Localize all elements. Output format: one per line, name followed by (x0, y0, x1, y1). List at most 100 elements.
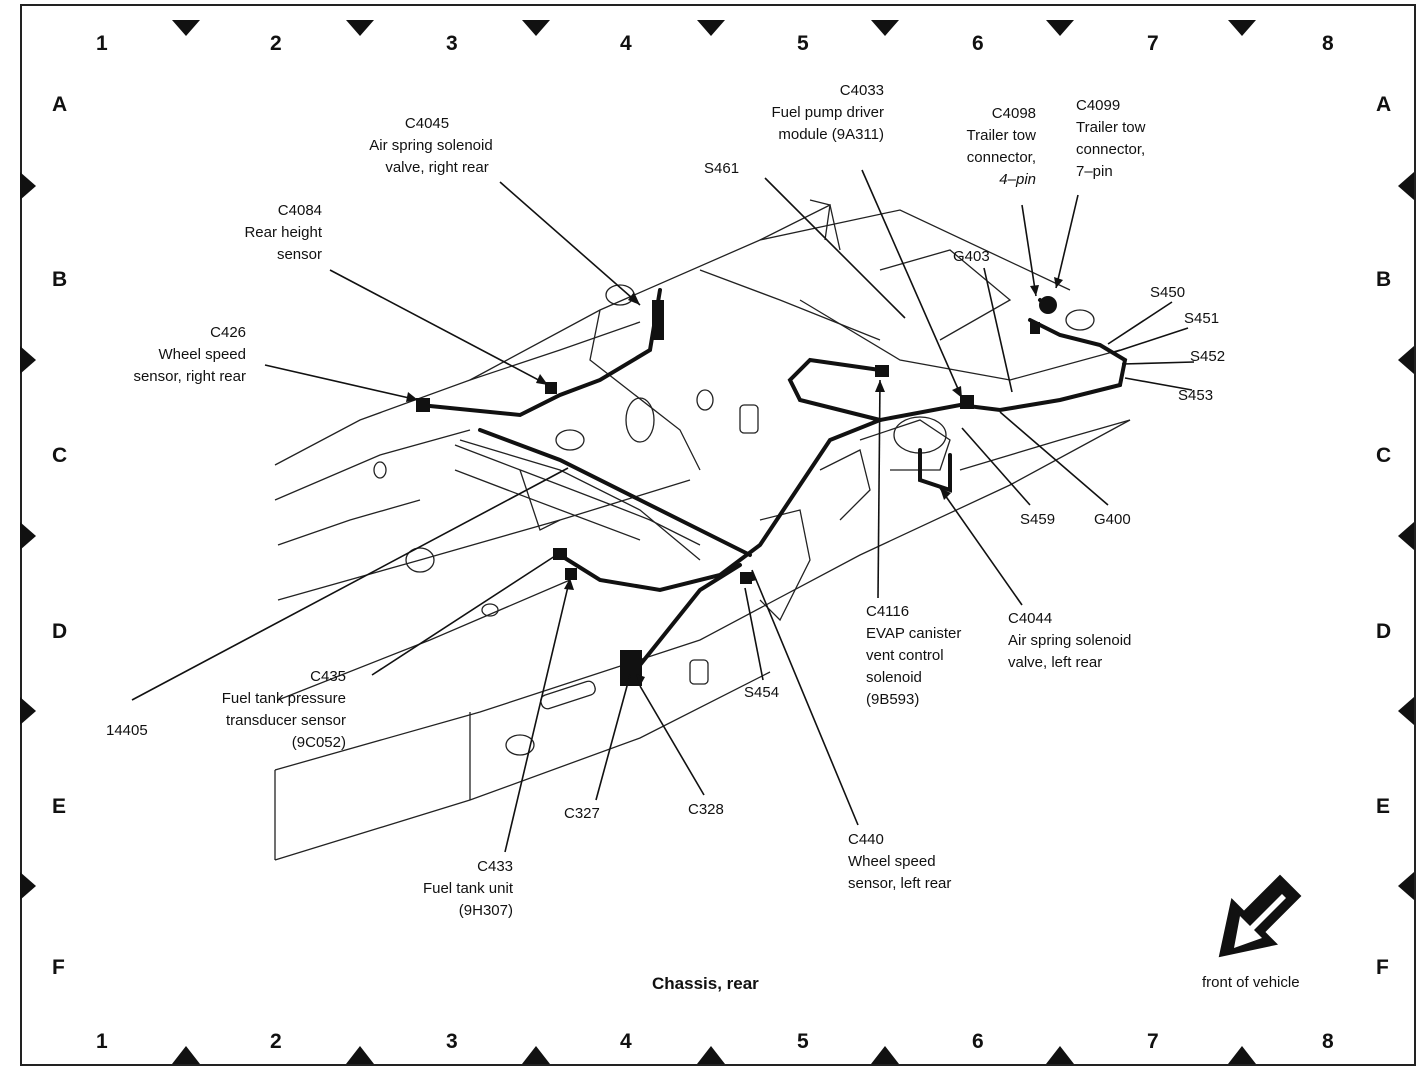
callout-c440: C440 Wheel speed sensor, left rear (848, 829, 951, 895)
callout-c4084: C4084 Rear height sensor (222, 200, 322, 266)
grid-row-left-c: C (52, 444, 68, 467)
callout-code: C328 (688, 801, 724, 818)
callout-code: G400 (1094, 511, 1131, 528)
callout-desc: sensor, right rear (133, 368, 246, 385)
callout-desc: EVAP canister (866, 625, 962, 642)
callout-desc: valve, left rear (1008, 654, 1103, 671)
callout-c4044: C4044 Air spring solenoid valve, left re… (1008, 608, 1131, 674)
grid-row-left-d: D (52, 620, 68, 643)
front-of-vehicle-label: front of vehicle (1202, 974, 1300, 991)
grid-col-top-4: 4 (620, 32, 632, 55)
callout-s450: S450 (1150, 282, 1185, 304)
grid-col-top-7: 7 (1147, 32, 1159, 55)
callout-c327: C327 (564, 803, 600, 825)
leader-lines (131, 169, 1195, 853)
grid-col-top-5: 5 (797, 32, 809, 55)
grid-col-top-1: 1 (96, 32, 108, 55)
wiring-harness (418, 288, 1128, 682)
callout-g400: G400 (1094, 509, 1131, 531)
grid-col-bottom-5: 5 (797, 1030, 809, 1053)
callout-desc: Air spring solenoid (369, 137, 493, 154)
grid-col-top-6: 6 (972, 32, 984, 55)
grid-col-top-3: 3 (446, 32, 458, 55)
callout-desc: (9H307) (458, 902, 513, 919)
leader-arrowheads (406, 277, 1063, 686)
callout-s454: S454 (744, 682, 779, 704)
callout-desc: Trailer tow (1076, 119, 1146, 136)
callout-desc: Fuel tank pressure (221, 690, 346, 707)
callout-code: S459 (1020, 511, 1056, 528)
callout-s461: S461 (704, 158, 739, 180)
callout-c433: C433 Fuel tank unit (9H307) (400, 856, 513, 922)
callout-desc: connector, (966, 149, 1036, 166)
callout-g403: G403 (953, 246, 990, 268)
callout-desc: Wheel speed (158, 346, 246, 363)
grid-col-bottom-8: 8 (1322, 1030, 1334, 1053)
grid-row-right-e: E (1376, 795, 1391, 818)
grid-col-bottom-2: 2 (270, 1030, 282, 1053)
callout-desc: solenoid (866, 669, 922, 686)
callout-c4098: C4098 Trailer tow connector, 4–pin (940, 103, 1036, 191)
callout-code: C327 (564, 805, 600, 822)
callout-desc: sensor, left rear (848, 875, 952, 892)
grid-col-top-8: 8 (1322, 32, 1334, 55)
callout-s452: S452 (1190, 346, 1225, 368)
callout-code: S452 (1190, 348, 1226, 365)
callout-code: C426 (210, 324, 246, 341)
front-arrow-icon (1218, 874, 1302, 958)
grid-row-right-a: A (1376, 93, 1392, 116)
connectors (416, 296, 1057, 686)
grid-row-right-b: B (1376, 268, 1392, 291)
callout-code: S453 (1178, 387, 1214, 404)
grid-col-bottom-3: 3 (446, 1030, 458, 1053)
callout-code: C4098 (991, 105, 1036, 122)
callout-desc: vent control (866, 647, 944, 664)
grid-row-right-f: F (1376, 956, 1389, 979)
callout-desc: Fuel pump driver (771, 104, 884, 121)
callout-desc: (9C052) (291, 734, 346, 751)
callout-desc: Wheel speed (848, 853, 936, 870)
callout-s459: S459 (1020, 509, 1055, 531)
callout-desc: Air spring solenoid (1008, 632, 1132, 649)
callout-desc: Rear height (244, 224, 322, 241)
grid-row-left-e: E (52, 795, 67, 818)
callout-code: S450 (1150, 284, 1186, 301)
callout-c435: C435 Fuel tank pressure transducer senso… (196, 666, 346, 754)
callout-code: C435 (310, 668, 346, 685)
callout-desc: module (9A311) (778, 126, 884, 143)
callout-c426: C426 Wheel speed sensor, right rear (110, 322, 246, 388)
callout-desc: connector, (1076, 141, 1146, 158)
callout-c4045: C4045 Air spring solenoid valve, right r… (352, 113, 502, 179)
callout-desc: 4–pin (999, 171, 1036, 188)
callout-code: C4099 (1076, 97, 1121, 114)
grid-col-bottom-4: 4 (620, 1030, 632, 1053)
callout-code: C433 (477, 858, 513, 875)
callout-code: S454 (744, 684, 780, 701)
callout-c4116: C4116 EVAP canister vent control solenoi… (866, 601, 961, 711)
callout-s451: S451 (1184, 308, 1219, 330)
callout-c328: C328 (688, 799, 724, 821)
grid-row-left-a: A (52, 93, 68, 116)
callout-14405: 14405 (106, 720, 148, 742)
callout-c4033: C4033 Fuel pump driver module (9A311) (742, 80, 884, 146)
grid-col-bottom-1: 1 (96, 1030, 108, 1053)
callout-desc: sensor (276, 246, 322, 263)
callout-desc: valve, right rear (385, 159, 489, 176)
callout-code: C4084 (277, 202, 322, 219)
callout-desc: 7–pin (1076, 163, 1113, 180)
callout-code: G403 (953, 248, 990, 265)
grid-col-bottom-6: 6 (972, 1030, 984, 1053)
grid-col-top-2: 2 (270, 32, 282, 55)
grid-row-left-b: B (52, 268, 68, 291)
callout-code: C4044 (1008, 610, 1053, 627)
callout-c4099: C4099 Trailer tow connector, 7–pin (1076, 95, 1145, 183)
grid-markers (20, 20, 1414, 1064)
callout-code: C440 (848, 831, 884, 848)
grid-row-right-c: C (1376, 444, 1392, 467)
callout-code: 14405 (106, 722, 148, 739)
callout-code: C4033 (839, 82, 884, 99)
callout-code: C4116 (866, 603, 910, 620)
grid-col-bottom-7: 7 (1147, 1030, 1159, 1053)
callout-desc: Fuel tank unit (422, 880, 513, 897)
grid-row-left-f: F (52, 956, 65, 979)
